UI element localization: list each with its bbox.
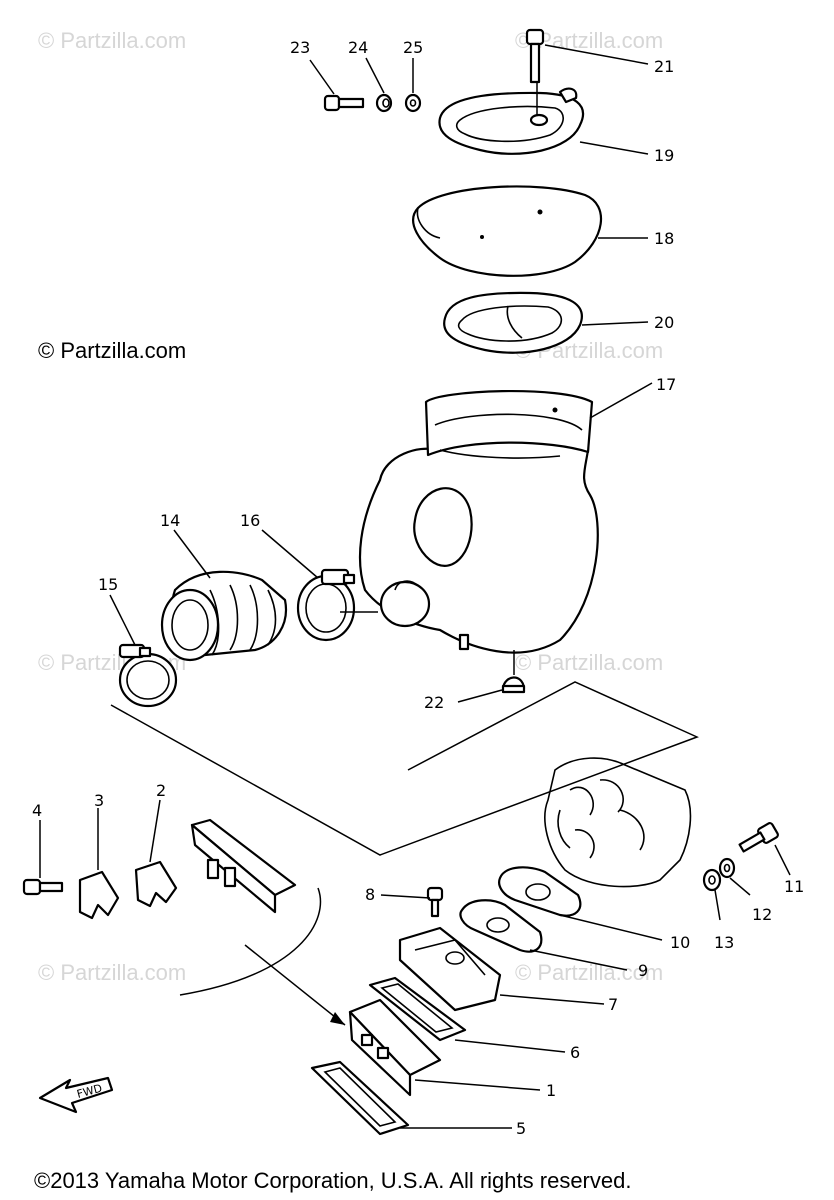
watermarks: © Partzilla.com © Partzilla.com © Partzi…: [38, 28, 663, 985]
part-17-air-case: [358, 389, 599, 654]
callout-11: 11: [784, 877, 804, 896]
callout-21: 21: [654, 57, 674, 76]
part-2-stopper: [134, 860, 178, 908]
callout-10: 10: [670, 933, 690, 952]
callout-23: 23: [290, 38, 310, 57]
part-1-reed-valve: [348, 998, 442, 1097]
part-25-washer: [404, 93, 422, 113]
callout-19: 19: [654, 146, 674, 165]
watermark-bottom-right: © Partzilla.com: [515, 960, 663, 985]
watermark-right: © Partzilla.com: [515, 650, 663, 675]
part-13-washer: [702, 868, 722, 892]
part-9-gasket: [459, 899, 543, 953]
callout-15: 15: [98, 575, 118, 594]
part-3-stopper: [78, 870, 120, 920]
part-8-screw: [426, 886, 444, 918]
callout-5: 5: [516, 1119, 526, 1138]
callout-16: 16: [240, 511, 260, 530]
part-11-bolt: [738, 822, 779, 853]
copyright-footer: ©2013 Yamaha Motor Corporation, U.S.A. A…: [34, 1168, 631, 1193]
callout-12: 12: [752, 905, 772, 924]
part-10-gasket: [498, 866, 582, 917]
part-21-screw: [525, 28, 545, 84]
callout-9: 9: [638, 961, 648, 980]
part-7-manifold: [398, 926, 502, 1012]
reed-valve-detail: [190, 818, 297, 914]
callout-3: 3: [94, 791, 104, 810]
callout-24: 24: [348, 38, 368, 57]
assembly-arrowhead: [330, 1012, 345, 1025]
callout-4: 4: [32, 801, 42, 820]
callout-8: 8: [365, 885, 375, 904]
watermark-bottom-left: © Partzilla.com: [38, 960, 186, 985]
engine-outline: [544, 757, 692, 888]
callout-13: 13: [714, 933, 734, 952]
part-24-nut: [375, 93, 393, 113]
part-18-element: [412, 185, 603, 277]
part-6-gasket: [368, 976, 467, 1042]
part-15-clamp: [118, 643, 178, 708]
part-20-gasket: [443, 291, 583, 354]
part-19-cover-plate: [438, 87, 585, 155]
callout-25: 25: [403, 38, 423, 57]
part-4-bolt: [22, 878, 64, 896]
leader-lines: [39, 44, 791, 1129]
part-23-bolt: [323, 94, 365, 112]
callout-18: 18: [654, 229, 674, 248]
callout-17: 17: [656, 375, 676, 394]
callout-2: 2: [156, 781, 166, 800]
watermark-top-left: © Partzilla.com: [38, 28, 186, 53]
fwd-arrow-label: FWD: [75, 1082, 103, 1101]
watermark-main: © Partzilla.com: [38, 338, 186, 363]
callout-6: 6: [570, 1043, 580, 1062]
callout-14: 14: [160, 511, 180, 530]
assembly-lines: [110, 82, 699, 856]
callouts: 23 24 25 21 19 18 20 17 14 16 15 22 4 3 …: [32, 38, 804, 1138]
part-12-washer: [718, 857, 736, 879]
part-14-joint: [160, 570, 288, 662]
callout-20: 20: [654, 313, 674, 332]
callout-22: 22: [424, 693, 444, 712]
part-5-gasket: [310, 1060, 410, 1136]
part-16-clamp: [296, 568, 356, 642]
fwd-arrow: FWD: [38, 1076, 114, 1114]
callout-7: 7: [608, 995, 618, 1014]
assembly-arrow: [179, 887, 346, 1026]
callout-1: 1: [546, 1081, 556, 1100]
part-22-cap: [501, 676, 526, 694]
